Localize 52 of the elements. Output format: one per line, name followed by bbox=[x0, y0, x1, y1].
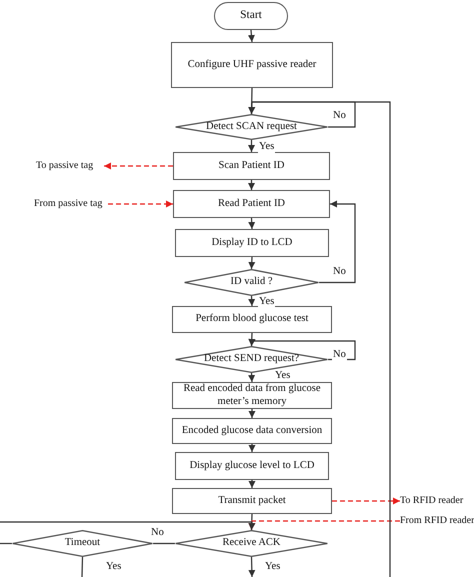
arrow bbox=[248, 256, 256, 270]
arrow bbox=[248, 180, 255, 190]
dashed-arrow bbox=[108, 200, 173, 208]
arrow bbox=[248, 556, 256, 577]
edge-label: No bbox=[332, 350, 347, 360]
connector-label: To RFID reader bbox=[400, 493, 472, 509]
arrow bbox=[319, 200, 356, 284]
process-box: Display ID to LCD bbox=[175, 229, 329, 257]
decision-text: Detect SEND request? bbox=[202, 353, 300, 366]
process-box: Configure UHF passive reader bbox=[171, 42, 333, 88]
dashed-arrow bbox=[104, 162, 173, 170]
process-box: Read Patient ID bbox=[173, 190, 330, 218]
edge-label: Yes bbox=[258, 142, 276, 152]
decision-text: Timeout bbox=[64, 537, 102, 550]
connector-line bbox=[81, 556, 84, 577]
connector-line bbox=[0, 542, 12, 544]
process-box: Display glucose level to LCD bbox=[175, 452, 329, 480]
decision-text: Detect SCAN request bbox=[205, 120, 298, 134]
process-box: Perform blood glucose test bbox=[172, 306, 332, 333]
edge-label: No bbox=[332, 267, 347, 278]
edge-label: No bbox=[332, 111, 347, 122]
edge-label: Yes bbox=[264, 562, 282, 572]
connector-label: To passive tag bbox=[36, 158, 104, 174]
arrow bbox=[248, 88, 256, 114]
connector-label: From passive tag bbox=[34, 196, 108, 212]
arrow bbox=[248, 480, 256, 488]
arrow bbox=[248, 218, 256, 230]
edge-label: Yes bbox=[105, 562, 122, 572]
arrow bbox=[248, 444, 256, 452]
arrow bbox=[248, 372, 256, 382]
edge-label: Yes bbox=[274, 371, 292, 382]
arrow bbox=[248, 140, 255, 152]
arrow bbox=[248, 101, 391, 577]
process-box: Encoded glucose data conversion bbox=[172, 418, 332, 444]
arrow bbox=[248, 338, 356, 360]
process-box: Read encoded data from glucose meter’s memory bbox=[172, 382, 332, 409]
arrow bbox=[248, 296, 256, 306]
arrow bbox=[0, 521, 256, 530]
connector-label: From RFID reader bbox=[400, 513, 474, 529]
arrow bbox=[248, 514, 256, 530]
decision-text: Receive ACK bbox=[221, 537, 282, 550]
process-box: Transmit packet bbox=[172, 488, 332, 514]
process-box: Scan Patient ID bbox=[173, 152, 330, 180]
decision-text: ID valid ? bbox=[230, 276, 274, 289]
dashed-arrow bbox=[332, 498, 400, 504]
start-terminal: Start bbox=[214, 2, 288, 30]
edge-label: Yes bbox=[258, 297, 276, 308]
arrow bbox=[248, 332, 256, 346]
arrow bbox=[248, 30, 255, 42]
arrow bbox=[248, 409, 256, 418]
connector-line bbox=[153, 542, 175, 544]
edge-label: No bbox=[150, 528, 165, 538]
